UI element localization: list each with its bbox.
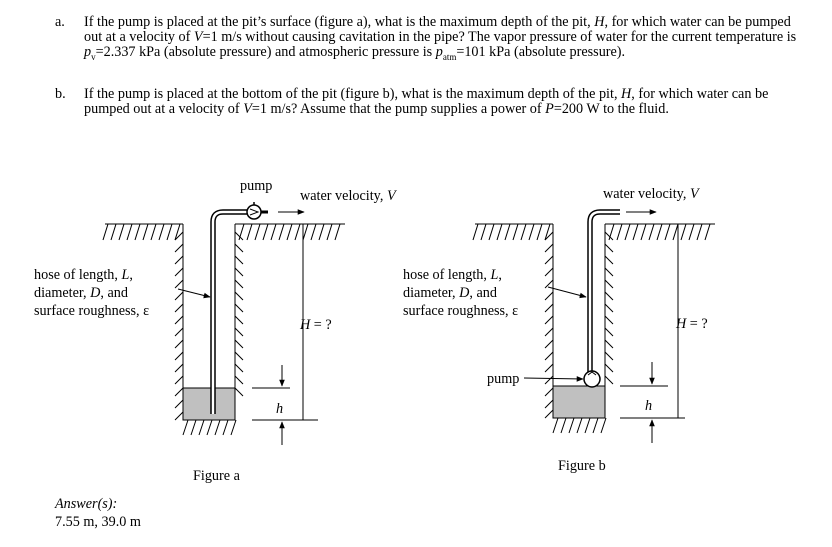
- figure-a-hose-label: hose of length, L, diameter, D, and surf…: [34, 267, 150, 319]
- figure-a-caption: Figure a: [193, 468, 240, 484]
- figure-b-left-ground-hatch: [472, 223, 551, 241]
- figure-b-pump-label: pump: [487, 371, 520, 387]
- figure-b-left-wall-hatch: [544, 231, 554, 419]
- figure-a-right-wall-hatch: [234, 231, 244, 397]
- figure-b-right-ground-hatch: [608, 223, 711, 241]
- question-b-marker: b.: [55, 86, 66, 102]
- figure-a-h-label: h: [276, 401, 284, 417]
- figure-a-right-ground-hatch: [238, 223, 341, 241]
- figure-a-left-ground-hatch: [102, 223, 181, 241]
- answer-label: Answer(s):: [55, 496, 118, 512]
- figure-a-velocity-label: water velocity, V: [300, 188, 396, 204]
- figure-a-drawing: [102, 202, 345, 445]
- figure-a-left-wall-hatch: [174, 231, 184, 421]
- figure-b-velocity-label: water velocity, V: [603, 186, 699, 202]
- figure-b-drawing: [472, 209, 715, 443]
- figure-b-h-label: h: [645, 398, 653, 414]
- figure-a-pump-label: pump: [240, 178, 273, 194]
- figure-b-depth-label: H = ?: [676, 316, 708, 332]
- answer-block: Answer(s): 7.55 m, 39.0 m: [55, 495, 141, 531]
- figure-b-pump-icon: [583, 370, 601, 388]
- answer-values: 7.55 m, 39.0 m: [55, 514, 141, 530]
- figure-b-bottom-hatch: [552, 417, 607, 434]
- figure-b-hose-label: hose of length, L, diameter, D, and surf…: [403, 267, 519, 319]
- question-a-text: If the pump is placed at the pit’s surfa…: [84, 14, 797, 63]
- question-b-text: If the pump is placed at the bottom of t…: [84, 86, 769, 118]
- figure-a-bottom-hatch: [182, 419, 237, 436]
- figure-b-caption: Figure b: [558, 458, 606, 474]
- figure-b-right-wall-hatch: [604, 231, 614, 385]
- question-a-marker: a.: [55, 14, 65, 30]
- figure-a-depth-label: H = ?: [300, 317, 332, 333]
